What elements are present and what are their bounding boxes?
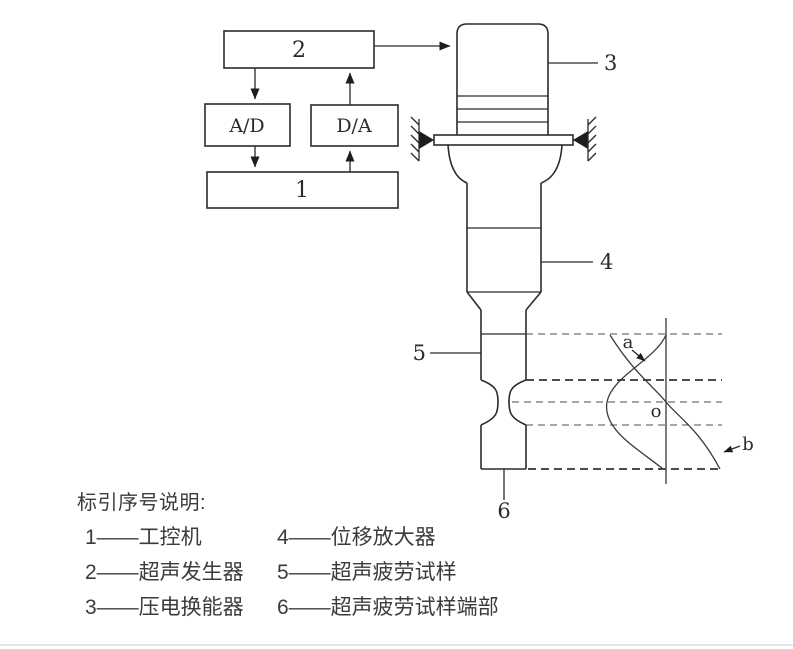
leader-curve-a <box>631 349 646 362</box>
ad-box-label: A/D <box>228 115 264 137</box>
bottom-separator <box>0 644 793 646</box>
piezo-stack-lines <box>457 95 548 123</box>
leader-curve-b <box>723 445 741 453</box>
legend-title: 标引序号说明: <box>77 492 207 514</box>
legend-item-5: 5——超声疲劳试样 <box>277 561 457 584</box>
fixed-support-right <box>573 116 597 162</box>
transducer-number: 3 <box>604 51 617 75</box>
legend-item-1: 1——工控机 <box>85 526 202 549</box>
horn-number: 4 <box>600 250 613 274</box>
signal-flow-arrows <box>250 41 451 172</box>
generator-box-label: 2 <box>292 38 306 63</box>
specimen-number: 5 <box>413 341 426 365</box>
legend-grid: 1——工控机 4——位移放大器 2——超声发生器 5——超声疲劳试样 3——压电… <box>85 523 499 628</box>
transducer-body <box>456 23 549 135</box>
curve-b-label: b <box>742 434 754 455</box>
origin-label: o <box>651 401 662 422</box>
curve-a-label: a <box>623 332 634 353</box>
computer-box <box>206 171 399 209</box>
mount-flange <box>433 134 574 146</box>
da-box-label: D/A <box>336 115 372 137</box>
ad-converter-box <box>204 103 291 147</box>
reference-dashed-lines <box>512 333 723 470</box>
legend-item-3: 3——压电换能器 <box>85 596 244 619</box>
legend-item-2: 2——超声发生器 <box>85 561 244 584</box>
displacement-curve-b <box>609 334 721 470</box>
horn-body <box>447 144 563 334</box>
specimen-end-number: 6 <box>497 499 510 523</box>
specimen-body <box>480 333 527 470</box>
generator-box <box>223 30 375 69</box>
legend-item-4: 4——位移放大器 <box>277 526 436 549</box>
stress-curve-a <box>606 334 667 470</box>
computer-box-label: 1 <box>295 178 309 203</box>
da-converter-box <box>310 104 399 147</box>
fixed-support-left <box>410 116 434 162</box>
legend-item-6: 6——超声疲劳试样端部 <box>277 596 499 619</box>
